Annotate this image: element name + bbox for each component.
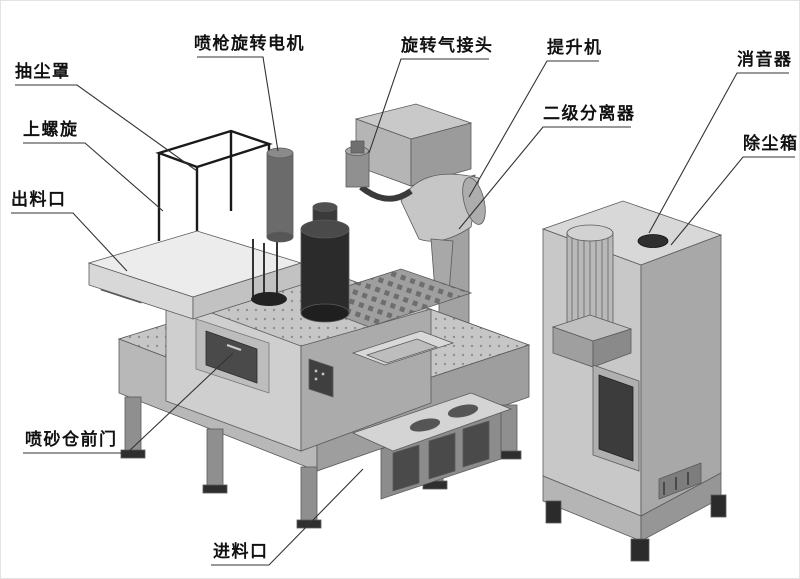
label-rotary-air-joint: 旋转气接头 — [401, 36, 494, 55]
label-dust-extraction-hood: 抽尘罩 — [15, 62, 71, 81]
rotary-air-joint-shape — [345, 140, 370, 188]
label-secondary-separator: 二级分离器 — [543, 104, 636, 123]
elevator-head-box — [354, 103, 473, 187]
filter-cylinder — [551, 224, 633, 368]
deck-trays — [351, 330, 455, 366]
leader-upper-spiral — [23, 142, 164, 212]
blast-machine-illustration — [87, 103, 531, 529]
feed-inlet-tray — [351, 392, 513, 452]
front-door-window — [195, 318, 270, 394]
muffler-hole — [637, 234, 669, 248]
spray-gun-rotation-motor-shape — [266, 147, 294, 243]
leader-blast-chamber-front-door — [23, 352, 234, 454]
leader-rotary-air-joint — [368, 58, 489, 154]
leader-muffler — [648, 72, 789, 234]
leader-dust-extraction-hood — [15, 84, 198, 172]
control-panel — [308, 358, 334, 398]
label-spray-gun-rotation-motor: 喷枪旋转电机 — [194, 34, 305, 53]
label-muffler: 消音器 — [737, 50, 793, 69]
secondary-separator-shape — [400, 173, 486, 294]
dust-collector-illustration — [541, 200, 727, 562]
leader-spray-gun-rotation-motor — [197, 56, 279, 152]
spray-gun-rods — [251, 237, 287, 306]
label-upper-spiral: 上螺旋 — [23, 120, 79, 139]
leader-feed-inlet — [211, 468, 364, 566]
leader-secondary-separator — [458, 126, 631, 230]
main-motor — [300, 202, 350, 323]
label-dust-removal-box: 除尘箱 — [743, 134, 799, 153]
label-blast-chamber-front-door: 喷砂仓前门 — [25, 430, 118, 449]
hood-deck-slab — [87, 230, 303, 320]
label-elevator: 提升机 — [547, 38, 603, 57]
leader-dust-removal-box — [670, 156, 795, 246]
air-hose — [359, 184, 413, 202]
leader-lines — [11, 56, 795, 566]
label-discharge-outlet: 出料口 — [11, 190, 67, 209]
feed-frame — [380, 408, 502, 500]
label-feed-inlet: 进料口 — [213, 542, 269, 561]
leader-discharge-outlet — [11, 212, 128, 272]
hood-frame — [155, 129, 273, 253]
leader-elevator — [468, 60, 599, 198]
collector-base — [542, 462, 727, 562]
collector-door — [592, 364, 640, 472]
